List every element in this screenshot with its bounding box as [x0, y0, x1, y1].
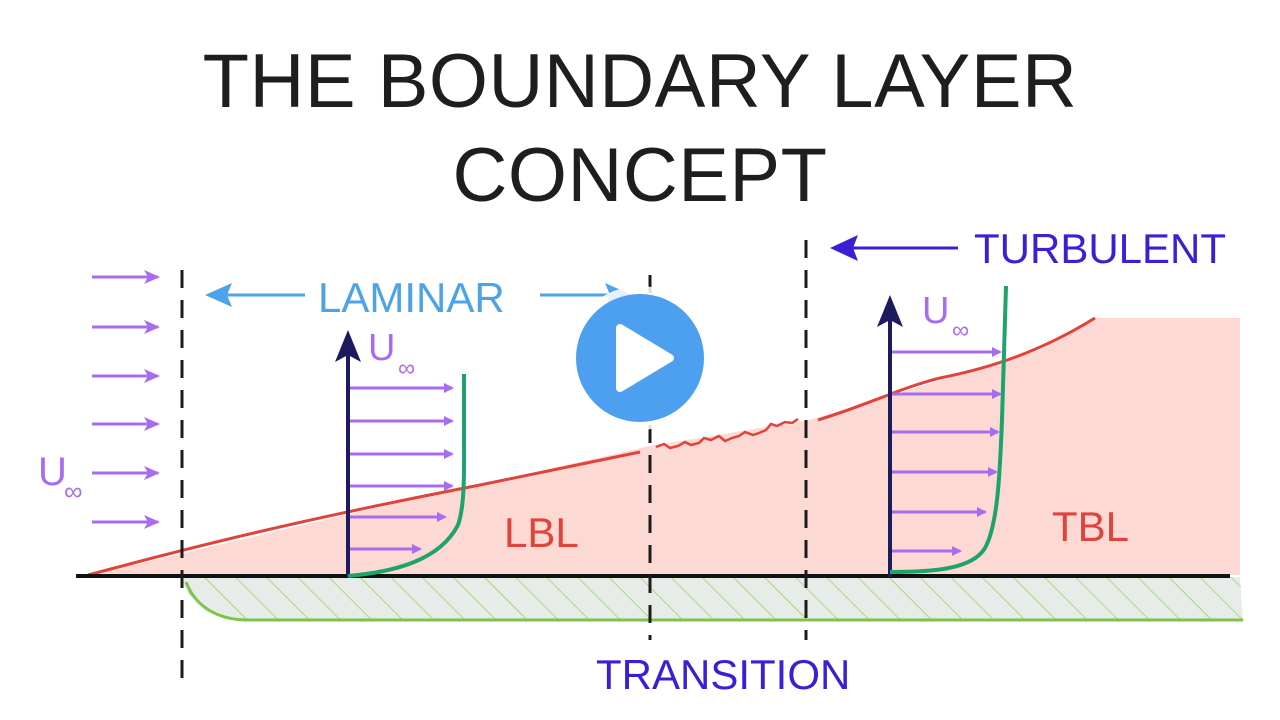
turbulent-span-arrow — [830, 235, 958, 261]
lbl-label: LBL — [504, 509, 579, 556]
laminar-velocity-profile: U ∞ — [335, 327, 467, 578]
turbulent-infinity-label: ∞ — [952, 317, 969, 344]
laminar-label: LAMINAR — [318, 274, 505, 321]
turbulent-edge-line — [817, 316, 1096, 422]
laminar-profile-curve — [347, 374, 467, 578]
title-line-1: THE BOUNDARY LAYER — [202, 39, 1078, 124]
wall-underline — [184, 581, 1243, 622]
laminar-infinity-label: ∞ — [398, 355, 415, 382]
freestream-arrows — [92, 270, 160, 529]
turbulent-velocity-profile: U ∞ — [877, 285, 1008, 577]
tbl-label: TBL — [1052, 503, 1129, 550]
laminar-u-label: U — [368, 327, 395, 369]
turbulent-label: TURBULENT — [974, 225, 1226, 272]
play-icon — [616, 324, 674, 392]
transition-wiggle — [655, 417, 799, 450]
wall-hatch — [180, 577, 1243, 620]
transition-label: TRANSITION — [596, 651, 850, 698]
turbulent-u-label: U — [922, 290, 949, 332]
play-button[interactable] — [568, 286, 712, 430]
freestream-u-label: U — [38, 450, 67, 494]
laminar-edge-line — [87, 450, 641, 577]
title-line-2: CONCEPT — [452, 133, 828, 218]
freestream-infinity-label: ∞ — [64, 476, 83, 506]
turbulent-profile-curve — [889, 285, 1008, 574]
